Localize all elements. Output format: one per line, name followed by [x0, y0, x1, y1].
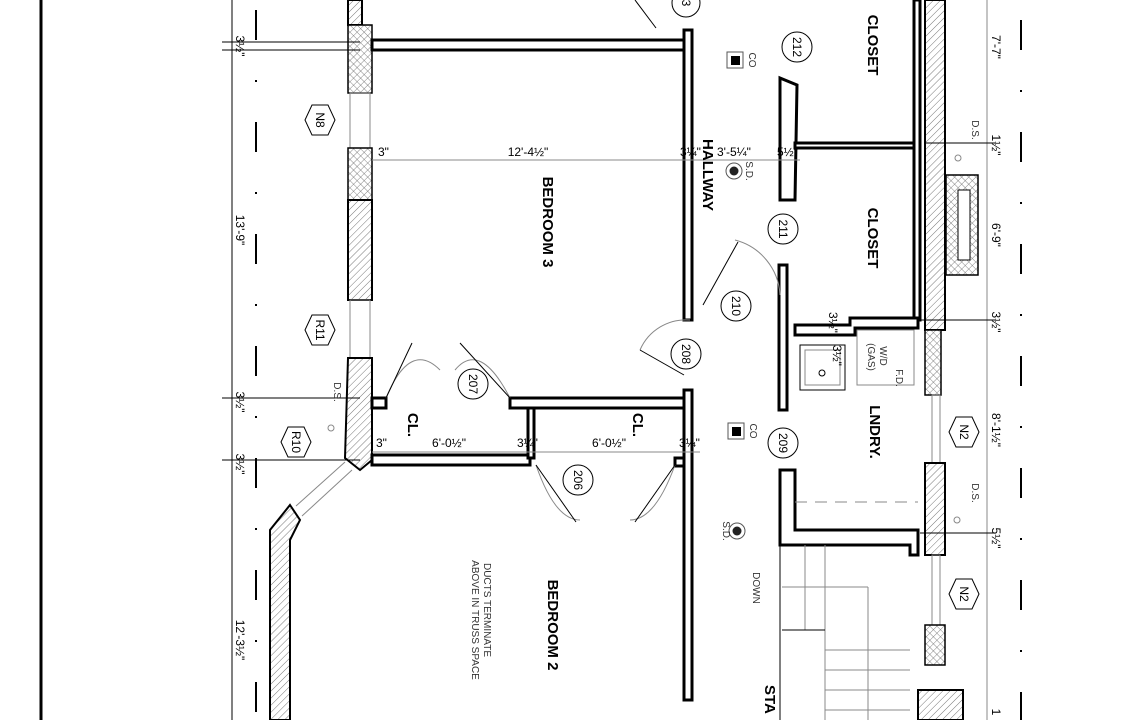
door-swings: [385, 0, 781, 523]
dim-right: 6'-9": [989, 223, 1003, 247]
downspout: D.S.: [953, 483, 980, 524]
dim-left: 13'-9": [233, 215, 247, 246]
svg-text:207: 207: [466, 374, 480, 394]
dim-bedroom3: 3'-5¼": [717, 145, 751, 159]
dim-laundry: 3½": [830, 345, 844, 366]
door-tag-3: 3: [671, 0, 701, 18]
left-exterior-wall: [269, 0, 373, 720]
dim-right: 3½": [989, 312, 1003, 333]
dim-closets: 3¼": [517, 436, 538, 450]
door-tag-211: 211: [767, 213, 799, 245]
svg-text:R11: R11: [313, 319, 327, 340]
dim-left: 3½": [233, 454, 247, 475]
note-floor-drain: F.D.: [893, 369, 904, 387]
stairs: [779, 501, 918, 720]
room-label-bedroom-2: BEDROOM 2: [544, 580, 561, 671]
svg-text:D.S.: D.S.: [969, 483, 980, 502]
svg-text:211: 211: [776, 219, 790, 238]
room-label-stairs: STA: [761, 685, 778, 714]
door-tag-208: 208: [670, 338, 702, 370]
door-tag-209: 209: [767, 427, 799, 459]
svg-text:212: 212: [790, 37, 804, 57]
svg-text:210: 210: [729, 296, 743, 316]
interior-walls: [370, 0, 979, 720]
svg-text:CO: CO: [747, 424, 758, 439]
room-label-laundry: LNDRY.: [866, 405, 883, 459]
window-tag-r10: R10: [280, 426, 312, 458]
door-tag-206: 206: [562, 464, 594, 496]
dim-left: 3½": [233, 392, 247, 413]
door-tag-210: 210: [720, 290, 752, 322]
note-wd: W/D: [877, 346, 888, 365]
svg-text:D.S.: D.S.: [969, 120, 980, 139]
svg-text:D.S.: D.S.: [331, 382, 342, 401]
dim-left: 12'-3½": [233, 620, 247, 661]
co-detector: CO: [727, 422, 758, 440]
room-label-bedroom-3: BEDROOM 3: [539, 177, 556, 268]
note-ducts-1: DUCTS TERMINATE: [481, 563, 492, 657]
room-label-closet-206: CL.: [629, 413, 646, 437]
smoke-detector: S.D.: [725, 161, 754, 181]
note-ducts-2: ABOVE IN TRUSS SPACE: [469, 560, 480, 680]
svg-text:R10: R10: [289, 431, 303, 453]
dim-right: 8'-1½": [989, 413, 1003, 447]
svg-text:N2: N2: [957, 424, 971, 440]
dim-closets: 6'-0½": [432, 436, 466, 450]
window-tag-r11: R11: [304, 314, 336, 346]
svg-text:CO: CO: [746, 53, 757, 68]
dim-laundry: 3½": [826, 312, 840, 333]
smoke-detector: S.D.: [720, 521, 746, 541]
dim-right: 1: [989, 709, 1003, 716]
dim-closets: 3": [376, 436, 387, 450]
note-gas: (GAS): [865, 343, 876, 371]
dim-right: 1½": [989, 135, 1003, 156]
svg-text:S.D.: S.D.: [743, 161, 754, 180]
dim-right: 5½": [989, 528, 1003, 549]
dim-left: 3½": [233, 36, 247, 57]
dim-bedroom3: 3¼": [680, 145, 701, 159]
downspout: D.S.: [954, 120, 980, 162]
window-tag-n8: N8: [304, 104, 336, 136]
svg-text:N2: N2: [957, 586, 971, 602]
room-label-hallway: HALLWAY: [699, 139, 716, 211]
svg-text:209: 209: [776, 433, 790, 453]
svg-text:S.D.: S.D.: [720, 521, 731, 540]
downspout: D.S.: [327, 382, 342, 432]
co-detector: CO: [726, 51, 757, 69]
door-tag-212: 212: [781, 31, 813, 63]
room-label-closet-207: CL.: [404, 413, 421, 437]
dim-closets: 6'-0½": [592, 436, 626, 450]
dim-bedroom3: 5½": [777, 145, 798, 159]
laundry-fixtures: [799, 329, 915, 391]
door-tag-207: 207: [457, 368, 489, 400]
svg-text:3: 3: [679, 0, 693, 7]
dim-bedroom3: 12'-4½": [508, 145, 549, 159]
room-label-closet-middle: CLOSET: [864, 208, 881, 269]
room-label-closet-top: CLOSET: [864, 15, 881, 76]
svg-text:N8: N8: [313, 112, 327, 128]
note-down: DOWN: [750, 572, 761, 604]
svg-text:206: 206: [571, 470, 585, 490]
dim-bedroom3: 3": [378, 145, 389, 159]
window-tag-n2: N2: [948, 578, 980, 610]
svg-text:208: 208: [679, 344, 693, 364]
window-tag-n2: N2: [948, 416, 980, 448]
dim-closets: 3¼": [679, 436, 700, 450]
dim-right: 7'-7": [989, 35, 1003, 59]
